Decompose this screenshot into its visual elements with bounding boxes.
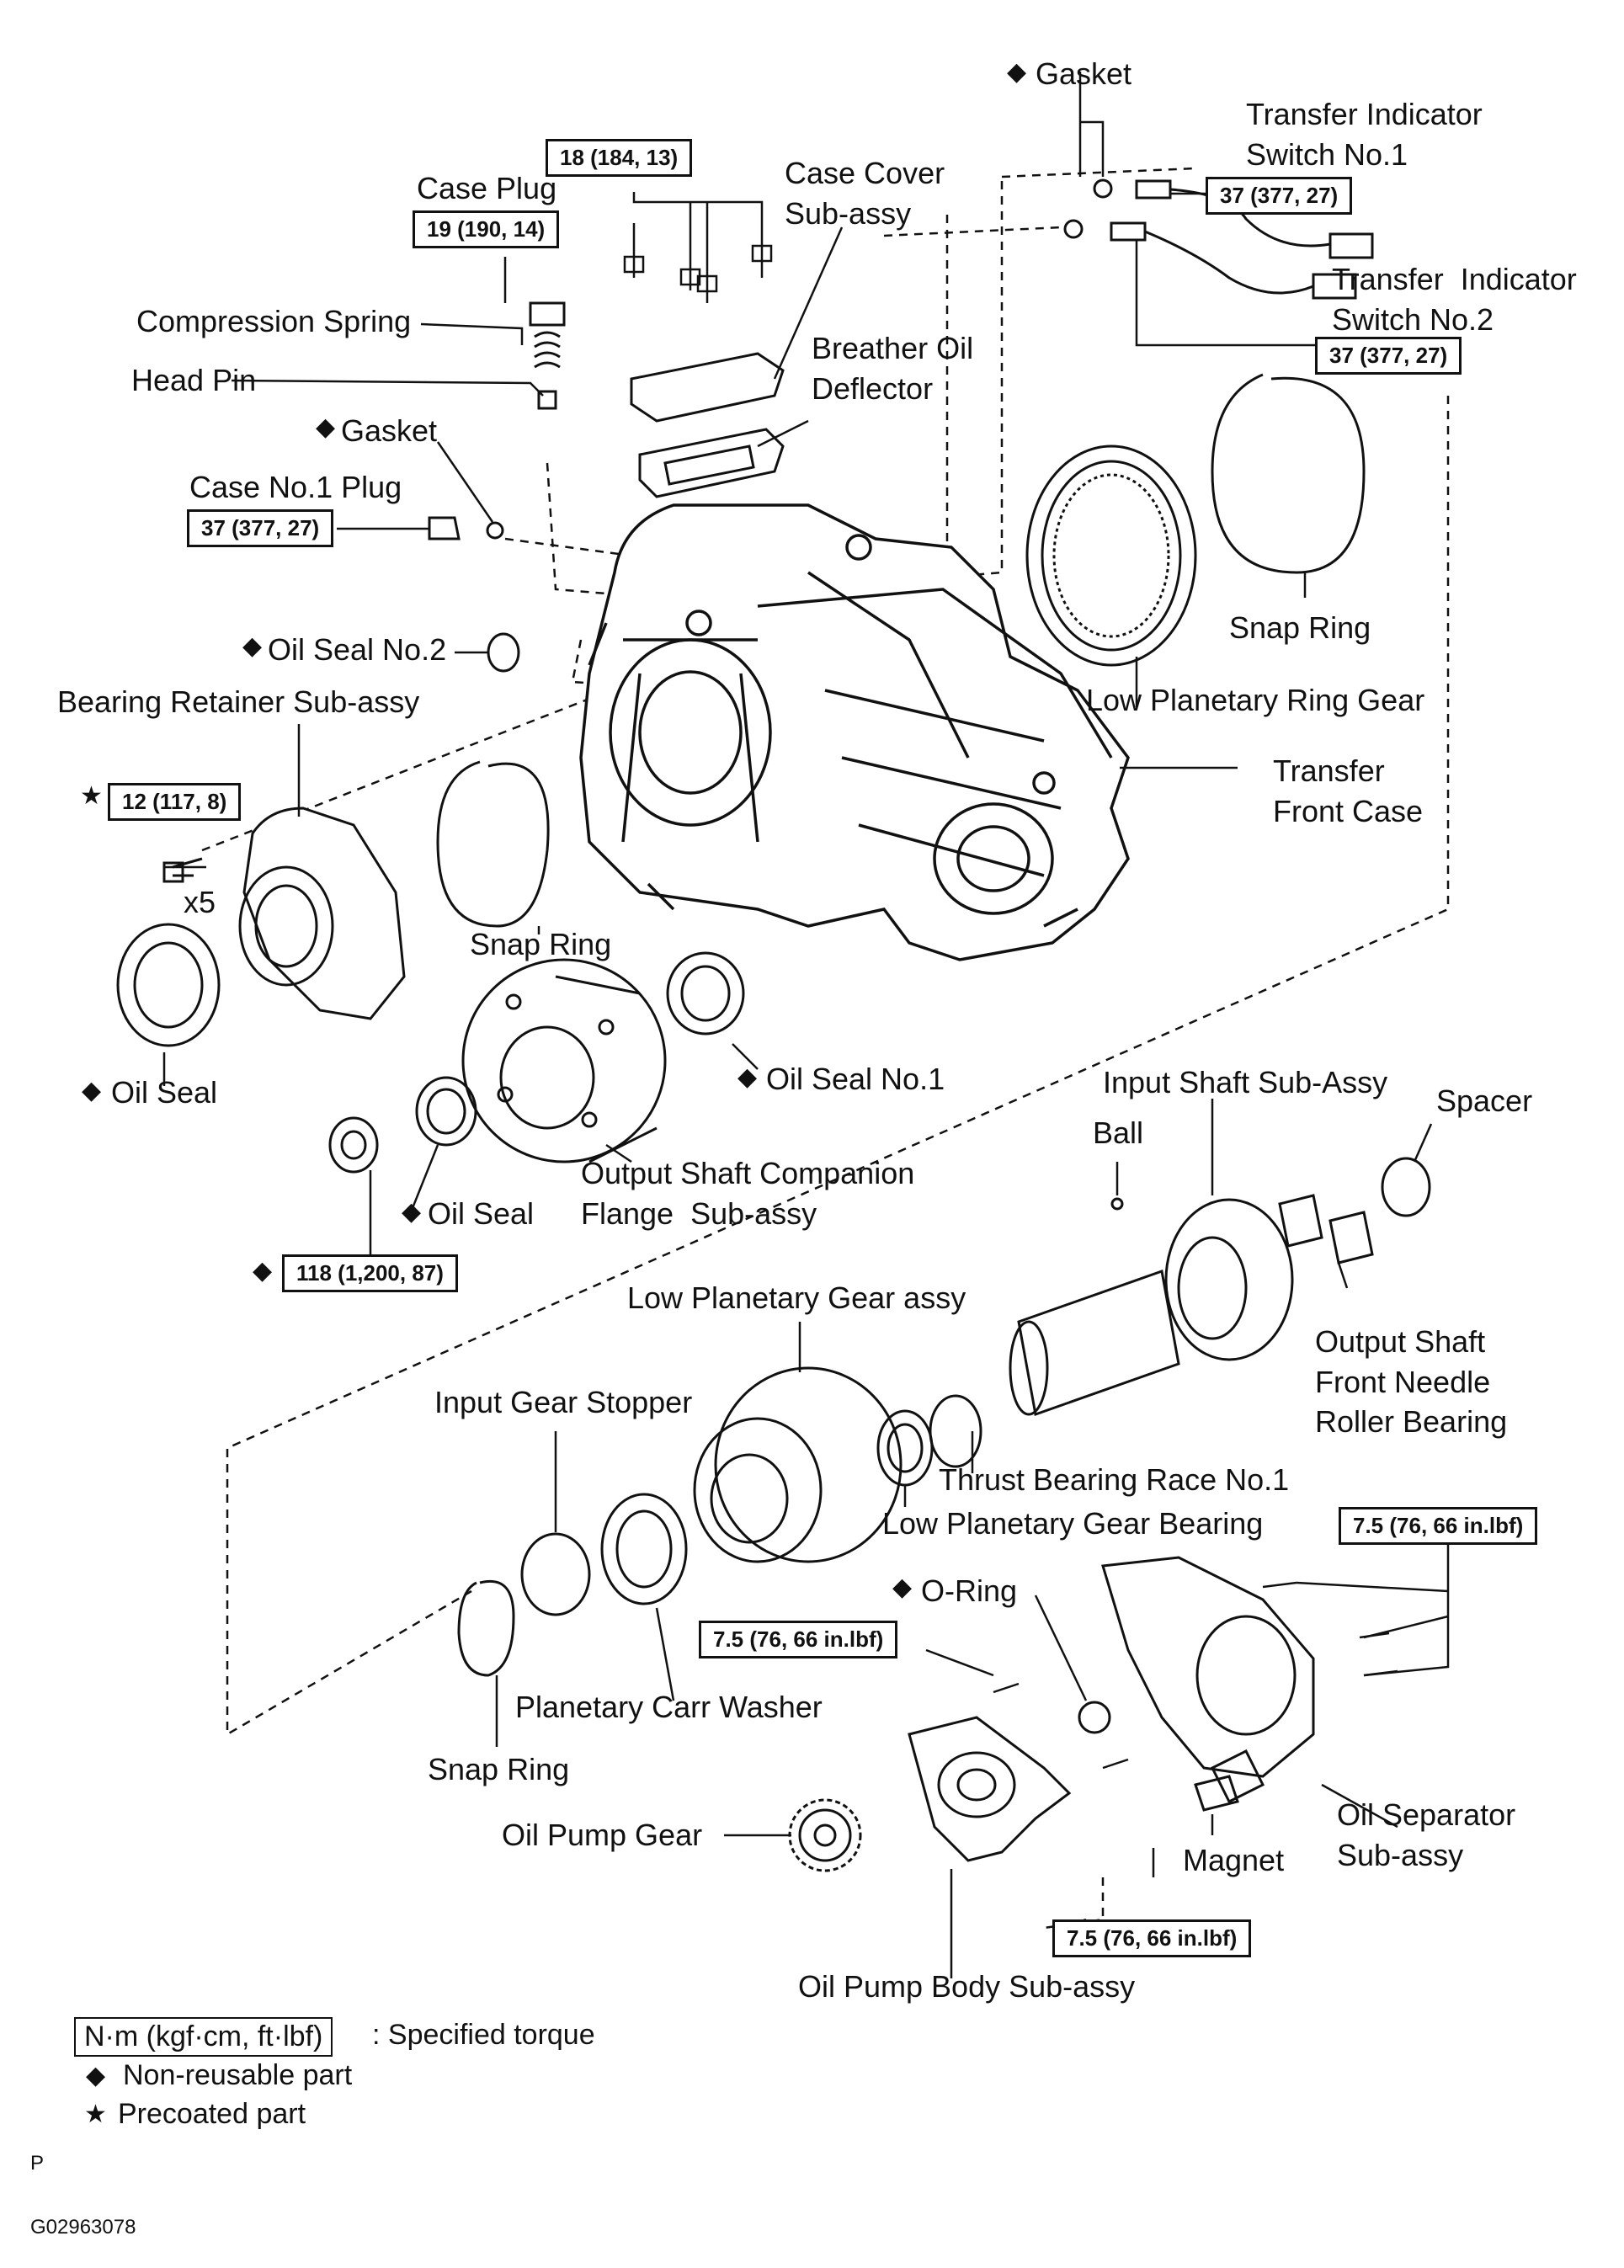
legend-torque-text: : Specified torque <box>372 2019 595 2051</box>
transfer-front-case-part <box>579 503 1130 961</box>
label-x5: x5 <box>184 885 216 919</box>
label-transfer-indicator-switch-2: Transfer Indicator Switch No.2 <box>1332 262 1577 337</box>
legend-torque-box: N·m (kgf·cm, ft·lbf) <box>74 2017 333 2057</box>
non-reusable-mark-o-ring: ◆ <box>892 1573 913 1602</box>
non-reusable-mark-gasket-top: ◆ <box>1007 57 1027 87</box>
precoated-mark-bolt: ★ <box>80 781 103 811</box>
non-reusable-mark-oil-seal-center: ◆ <box>402 1197 422 1227</box>
footer-letter: P <box>30 2152 45 2175</box>
needle-bearing-part <box>1278 1194 1374 1264</box>
label-case-plug: Case Plug <box>417 171 557 205</box>
low-planetary-gear-assy-part <box>693 1366 903 1563</box>
planetary-carr-washer-part <box>600 1493 688 1605</box>
label-ball: Ball <box>1093 1115 1144 1150</box>
label-breather-oil-deflector: Breather Oil Deflector <box>812 331 974 406</box>
label-oil-seal-no1: Oil Seal No.1 <box>766 1062 945 1096</box>
non-reusable-mark-oil-seal-no2: ◆ <box>242 631 263 661</box>
non-reusable-mark-gasket-mid: ◆ <box>316 413 336 442</box>
torque-box-37-switch2: 37 (377, 27) <box>1315 337 1462 375</box>
torque-box-7.5-separator: 7.5 (76, 66 in.lbf) <box>1339 1507 1538 1545</box>
label-magnet: Magnet <box>1183 1843 1285 1877</box>
torque-box-7.5-pump-bottom: 7.5 (76, 66 in.lbf) <box>1052 1919 1252 1957</box>
label-oil-seal-center: Oil Seal <box>428 1196 535 1231</box>
label-transfer-indicator-switch-1: Transfer Indicator Switch No.1 <box>1246 97 1483 172</box>
oil-seal-no2-part <box>487 632 520 673</box>
label-input-gear-stopper: Input Gear Stopper <box>434 1385 693 1419</box>
label-snap-ring-bottom: Snap Ring <box>428 1752 570 1786</box>
cover-bolts <box>623 223 773 303</box>
snap-ring-bottom-part <box>457 1580 515 1677</box>
label-oil-separator-sub-assy: Oil Separator Sub-assy <box>1337 1797 1516 1872</box>
label-output-shaft-front-needle-roller-bearing: Output Shaft Front Needle Roller Bearing <box>1315 1324 1508 1440</box>
oil-pump-body-part <box>908 1716 1072 1862</box>
snap-ring-top-part <box>1211 373 1366 574</box>
magnet-part <box>1194 1775 1239 1812</box>
legend-non-reusable-text: Non-reusable part <box>123 2059 353 2091</box>
label-gasket-mid: Gasket <box>341 413 438 448</box>
o-ring-part <box>1078 1701 1111 1734</box>
label-transfer-front-case: Transfer Front Case <box>1273 753 1424 828</box>
label-snap-ring-top: Snap Ring <box>1229 610 1371 645</box>
label-thrust-bearing-race-no1: Thrust Bearing Race No.1 <box>939 1462 1290 1497</box>
lock-nut-part <box>328 1116 379 1174</box>
torque-box-37-plug: 37 (377, 27) <box>187 509 334 547</box>
input-shaft-part <box>1009 1197 1294 1417</box>
indicator-switches <box>1063 178 1374 300</box>
low-planetary-ring-gear-part <box>1025 445 1197 667</box>
footer-code: G02963078 <box>30 2216 136 2239</box>
low-planetary-gear-bearing-part <box>876 1409 934 1487</box>
torque-box-37-switch1: 37 (377, 27) <box>1206 177 1353 215</box>
label-oil-seal-no2: Oil Seal No.2 <box>268 632 447 667</box>
non-reusable-mark-oil-seal-left: ◆ <box>82 1076 102 1105</box>
case-plug-part <box>529 301 566 410</box>
torque-box-19: 19 (190, 14) <box>413 210 560 248</box>
label-oil-pump-body-sub-assy: Oil Pump Body Sub-assy <box>798 1969 1136 2004</box>
legend-precoated-text: Precoated part <box>118 2098 306 2130</box>
oil-separator-part <box>1101 1556 1315 1804</box>
label-low-planetary-gear-bearing: Low Planetary Gear Bearing <box>882 1506 1264 1541</box>
oil-seal-center-part <box>415 1076 477 1147</box>
non-reusable-mark-nut: ◆ <box>253 1256 273 1286</box>
legend-precoated-mark: ★ <box>84 2100 107 2129</box>
torque-box-12: 12 (117, 8) <box>108 783 242 821</box>
label-gasket-top: Gasket <box>1036 56 1132 91</box>
label-head-pin: Head Pin <box>131 363 257 397</box>
case-cover-part <box>630 352 785 498</box>
oil-seal-left-part <box>116 923 221 1047</box>
label-case-cover-sub-assy: Case Cover Sub-assy <box>785 156 945 231</box>
companion-flange-part <box>461 958 667 1163</box>
label-low-planetary-ring-gear: Low Planetary Ring Gear <box>1086 683 1425 717</box>
label-oil-pump-gear: Oil Pump Gear <box>502 1818 703 1852</box>
case-no1-plug-part <box>428 516 461 540</box>
bearing-retainer-part <box>238 807 406 1020</box>
legend-non-reusable-mark: ◆ <box>86 2061 106 2090</box>
torque-box-7.5-pump-top: 7.5 (76, 66 in.lbf) <box>699 1621 898 1658</box>
label-snap-ring-front: Snap Ring <box>470 927 612 961</box>
oil-seal-no1-part <box>666 951 745 1036</box>
spacer-part <box>1381 1157 1431 1217</box>
oil-pump-gear-part <box>788 1798 862 1872</box>
label-low-planetary-gear-assy: Low Planetary Gear assy <box>627 1280 966 1315</box>
label-planetary-carr-washer: Planetary Carr Washer <box>515 1690 823 1724</box>
input-gear-stopper-part <box>520 1532 591 1616</box>
snap-ring-front-part <box>436 760 550 928</box>
label-spacer: Spacer <box>1436 1083 1533 1118</box>
label-oil-seal-left: Oil Seal <box>111 1075 218 1110</box>
label-compression-spring: Compression Spring <box>136 304 412 338</box>
label-input-shaft-sub-assy: Input Shaft Sub-Assy <box>1103 1065 1388 1099</box>
non-reusable-mark-oil-seal-no1: ◆ <box>737 1062 758 1092</box>
label-output-shaft-companion-flange: Output Shaft Companion Flange Sub-assy <box>581 1156 915 1231</box>
label-o-ring: O-Ring <box>921 1573 1018 1608</box>
torque-box-18: 18 (184, 13) <box>546 139 693 177</box>
label-bearing-retainer-sub-assy: Bearing Retainer Sub-assy <box>57 684 420 719</box>
torque-box-118: 118 (1,200, 87) <box>282 1254 458 1292</box>
label-case-no1-plug: Case No.1 Plug <box>189 470 402 504</box>
